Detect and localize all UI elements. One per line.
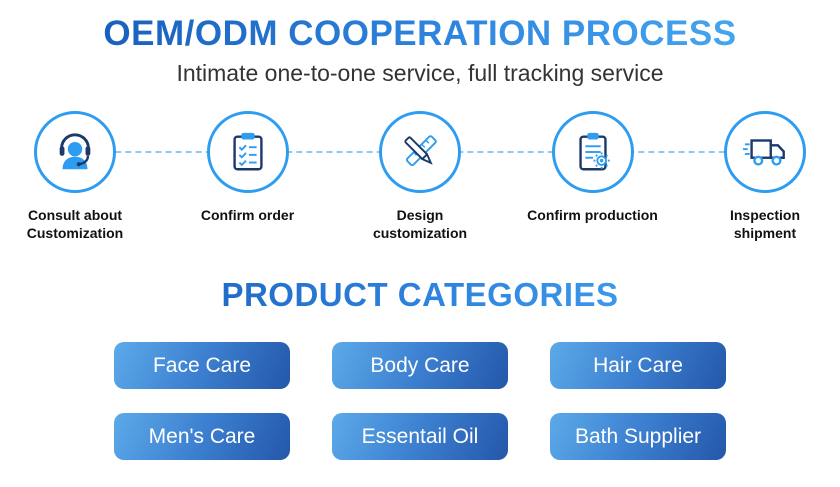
confirm-order-circle [206, 111, 289, 193]
category-button-hair-care[interactable]: Hair Care [550, 342, 726, 389]
process-step-production: Confirm production [518, 111, 668, 242]
headset-agent-icon [59, 133, 91, 170]
category-buttons: Face Care Body Care Hair Care Men's Care… [0, 342, 840, 460]
pencil-ruler-icon [404, 135, 437, 167]
process-steps: Consult about Customization Confi [0, 111, 840, 242]
category-button-row-1: Face Care Body Care Hair Care [114, 342, 726, 389]
process-step-shipment: Inspection shipment [690, 111, 840, 242]
delivery-truck-icon [742, 139, 785, 166]
design-circle [379, 111, 461, 193]
product-categories-title: PRODUCT CATEGORIES [0, 276, 840, 314]
page-subtitle: Intimate one-to-one service, full tracki… [176, 60, 664, 86]
clipboard-gear-icon [578, 132, 610, 171]
shipment-circle [724, 111, 806, 193]
process-step-consult: Consult about Customization [0, 111, 150, 242]
production-circle [551, 111, 634, 193]
category-button-body-care[interactable]: Body Care [332, 342, 508, 389]
category-button-row-2: Men's Care Essentail Oil Bath Supplier [114, 413, 726, 460]
cooperation-process: Consult about Customization Confi [0, 111, 840, 242]
category-button-face-care[interactable]: Face Care [114, 342, 290, 389]
step-label-shipment: Inspection shipment [729, 207, 800, 241]
step-label-consult: Consult about Customization [26, 207, 124, 241]
process-step-confirm-order: Confirm order [173, 111, 323, 242]
category-button-mens-care[interactable]: Men's Care [114, 413, 290, 460]
oem-odm-banner: OEM/ODM COOPERATION PROCESS Intimate one… [0, 14, 840, 487]
process-step-design: Design customization [345, 111, 495, 242]
step-label-design: Design customization [372, 207, 468, 241]
page-title: OEM/ODM COOPERATION PROCESS [0, 14, 840, 54]
step-label-production: Confirm production [527, 207, 658, 223]
category-button-bath-supplier[interactable]: Bath Supplier [550, 413, 726, 460]
category-button-essential-oil[interactable]: Essentail Oil [332, 413, 508, 460]
step-label-confirm-order: Confirm order [200, 207, 295, 223]
consult-circle [34, 111, 116, 193]
clipboard-checklist-icon [232, 132, 263, 171]
